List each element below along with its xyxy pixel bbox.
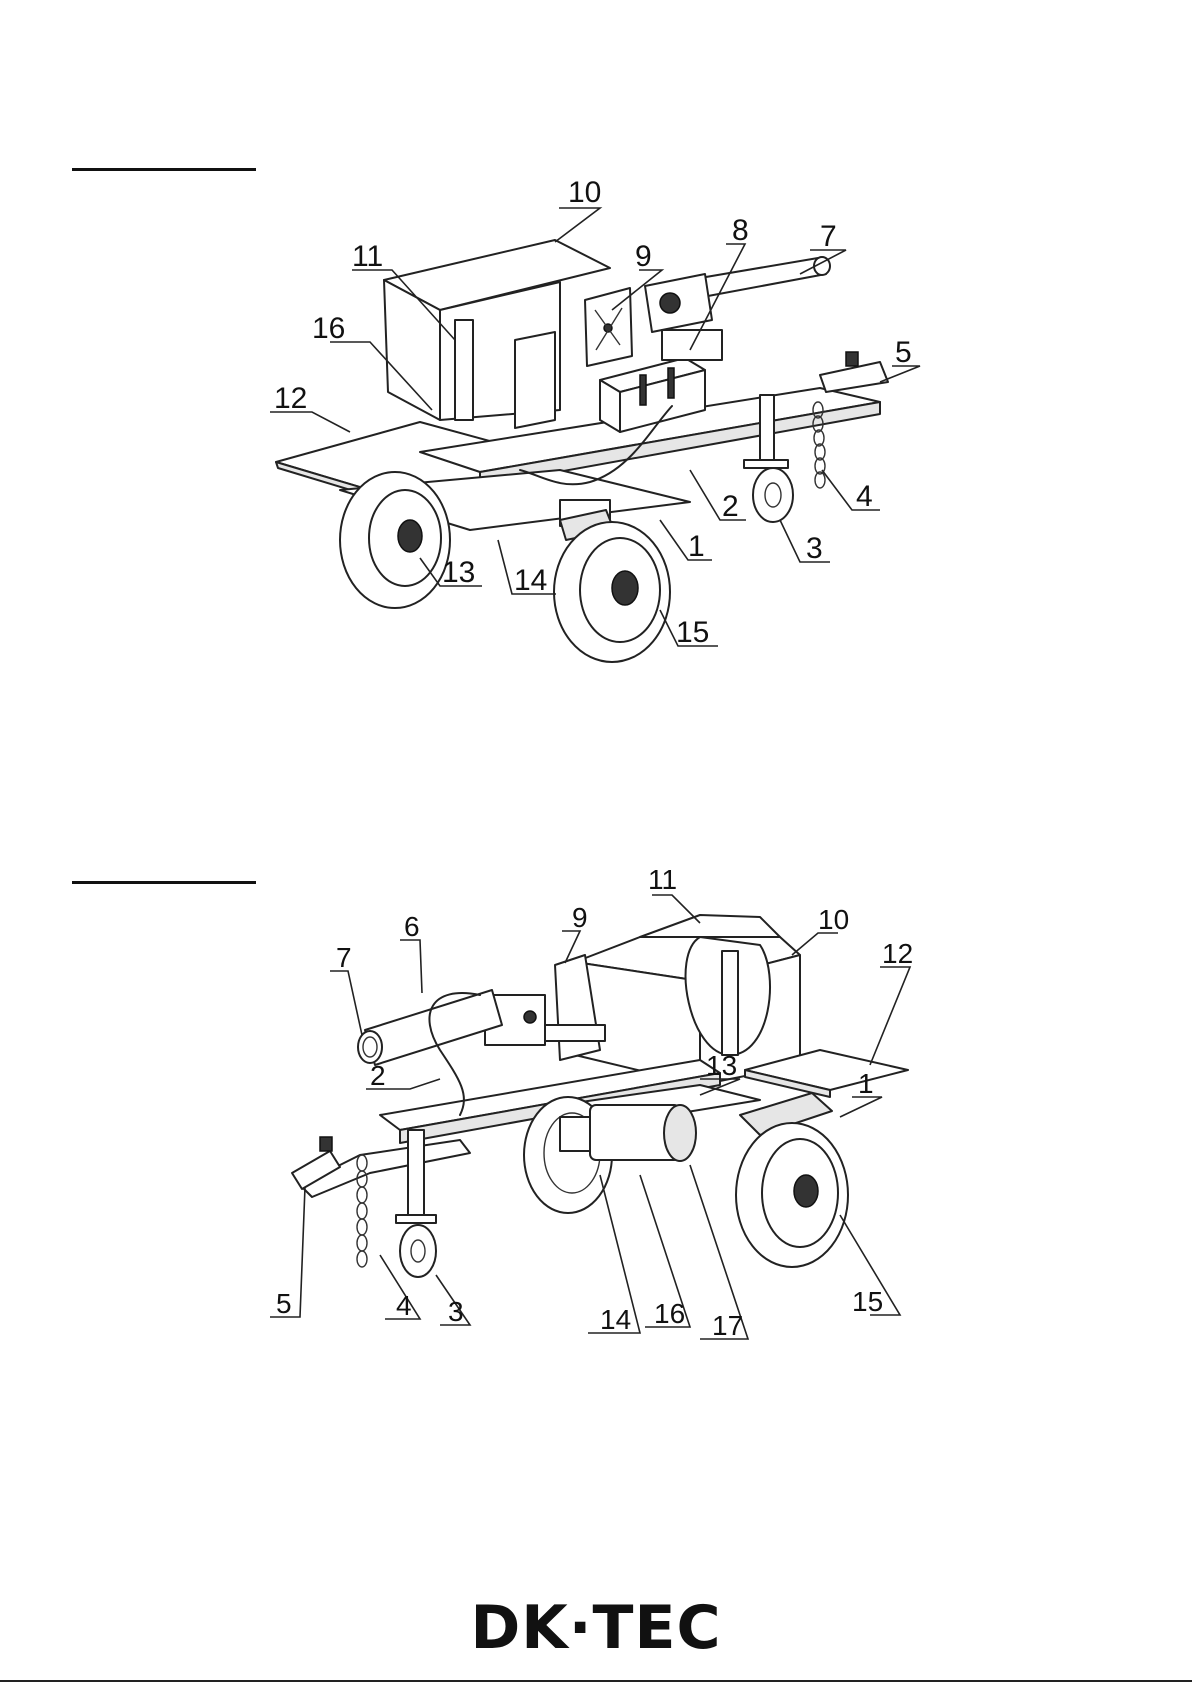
callout-2: 2 bbox=[722, 490, 739, 523]
callout-6: 6 bbox=[404, 911, 420, 942]
log-splitter-drawing-icon: 11 9 10 12 6 7 2 13 1 5 4 3 14 16 17 15 bbox=[0, 855, 1192, 1415]
callout-16: 16 bbox=[312, 312, 345, 345]
callout-3: 3 bbox=[448, 1296, 464, 1327]
callout-2: 2 bbox=[370, 1060, 386, 1091]
callout-13: 14 bbox=[600, 1304, 631, 1335]
dktec-logo: DK·TEC bbox=[0, 1598, 1192, 1658]
page-bottom-rule bbox=[0, 1680, 1192, 1682]
callout-15: 15 bbox=[676, 616, 709, 649]
callout-10: 10 bbox=[568, 176, 601, 209]
callout-9: 9 bbox=[635, 240, 652, 273]
callout-13: 13 bbox=[442, 556, 475, 589]
callout-1: 1 bbox=[858, 1068, 874, 1099]
callout-11: 11 bbox=[352, 240, 383, 273]
callout-5: 5 bbox=[895, 336, 912, 369]
callout-4: 4 bbox=[856, 480, 873, 513]
callout-1: 1 bbox=[688, 530, 705, 563]
callout-10: 10 bbox=[818, 904, 849, 935]
callout-9: 9 bbox=[572, 902, 588, 933]
figure-2-log-splitter: 11 9 10 12 6 7 2 13 1 5 4 3 14 16 17 15 bbox=[0, 855, 1192, 1415]
callout-7: 7 bbox=[336, 942, 352, 973]
callout-12: 12 bbox=[882, 938, 913, 969]
callout-12: 12 bbox=[274, 382, 307, 415]
callout-5: 5 bbox=[276, 1288, 292, 1319]
callout-14: 14 bbox=[514, 564, 547, 597]
callout-16: 16 bbox=[654, 1298, 685, 1329]
callout-4: 4 bbox=[396, 1290, 412, 1321]
callout-7: 7 bbox=[820, 220, 837, 253]
callout-14: 13 bbox=[706, 1050, 737, 1081]
callout-8: 8 bbox=[732, 214, 749, 247]
log-splitter-drawing-icon: 10 11 16 12 8 9 7 5 4 2 3 1 13 14 15 bbox=[0, 170, 1192, 670]
callout-11: 11 bbox=[648, 864, 677, 895]
callout-17: 17 bbox=[712, 1310, 743, 1341]
figure-1-log-splitter: 10 11 16 12 8 9 7 5 4 2 3 1 13 14 15 bbox=[0, 170, 1192, 670]
callout-15: 15 bbox=[852, 1286, 883, 1317]
callout-3: 3 bbox=[806, 532, 823, 565]
